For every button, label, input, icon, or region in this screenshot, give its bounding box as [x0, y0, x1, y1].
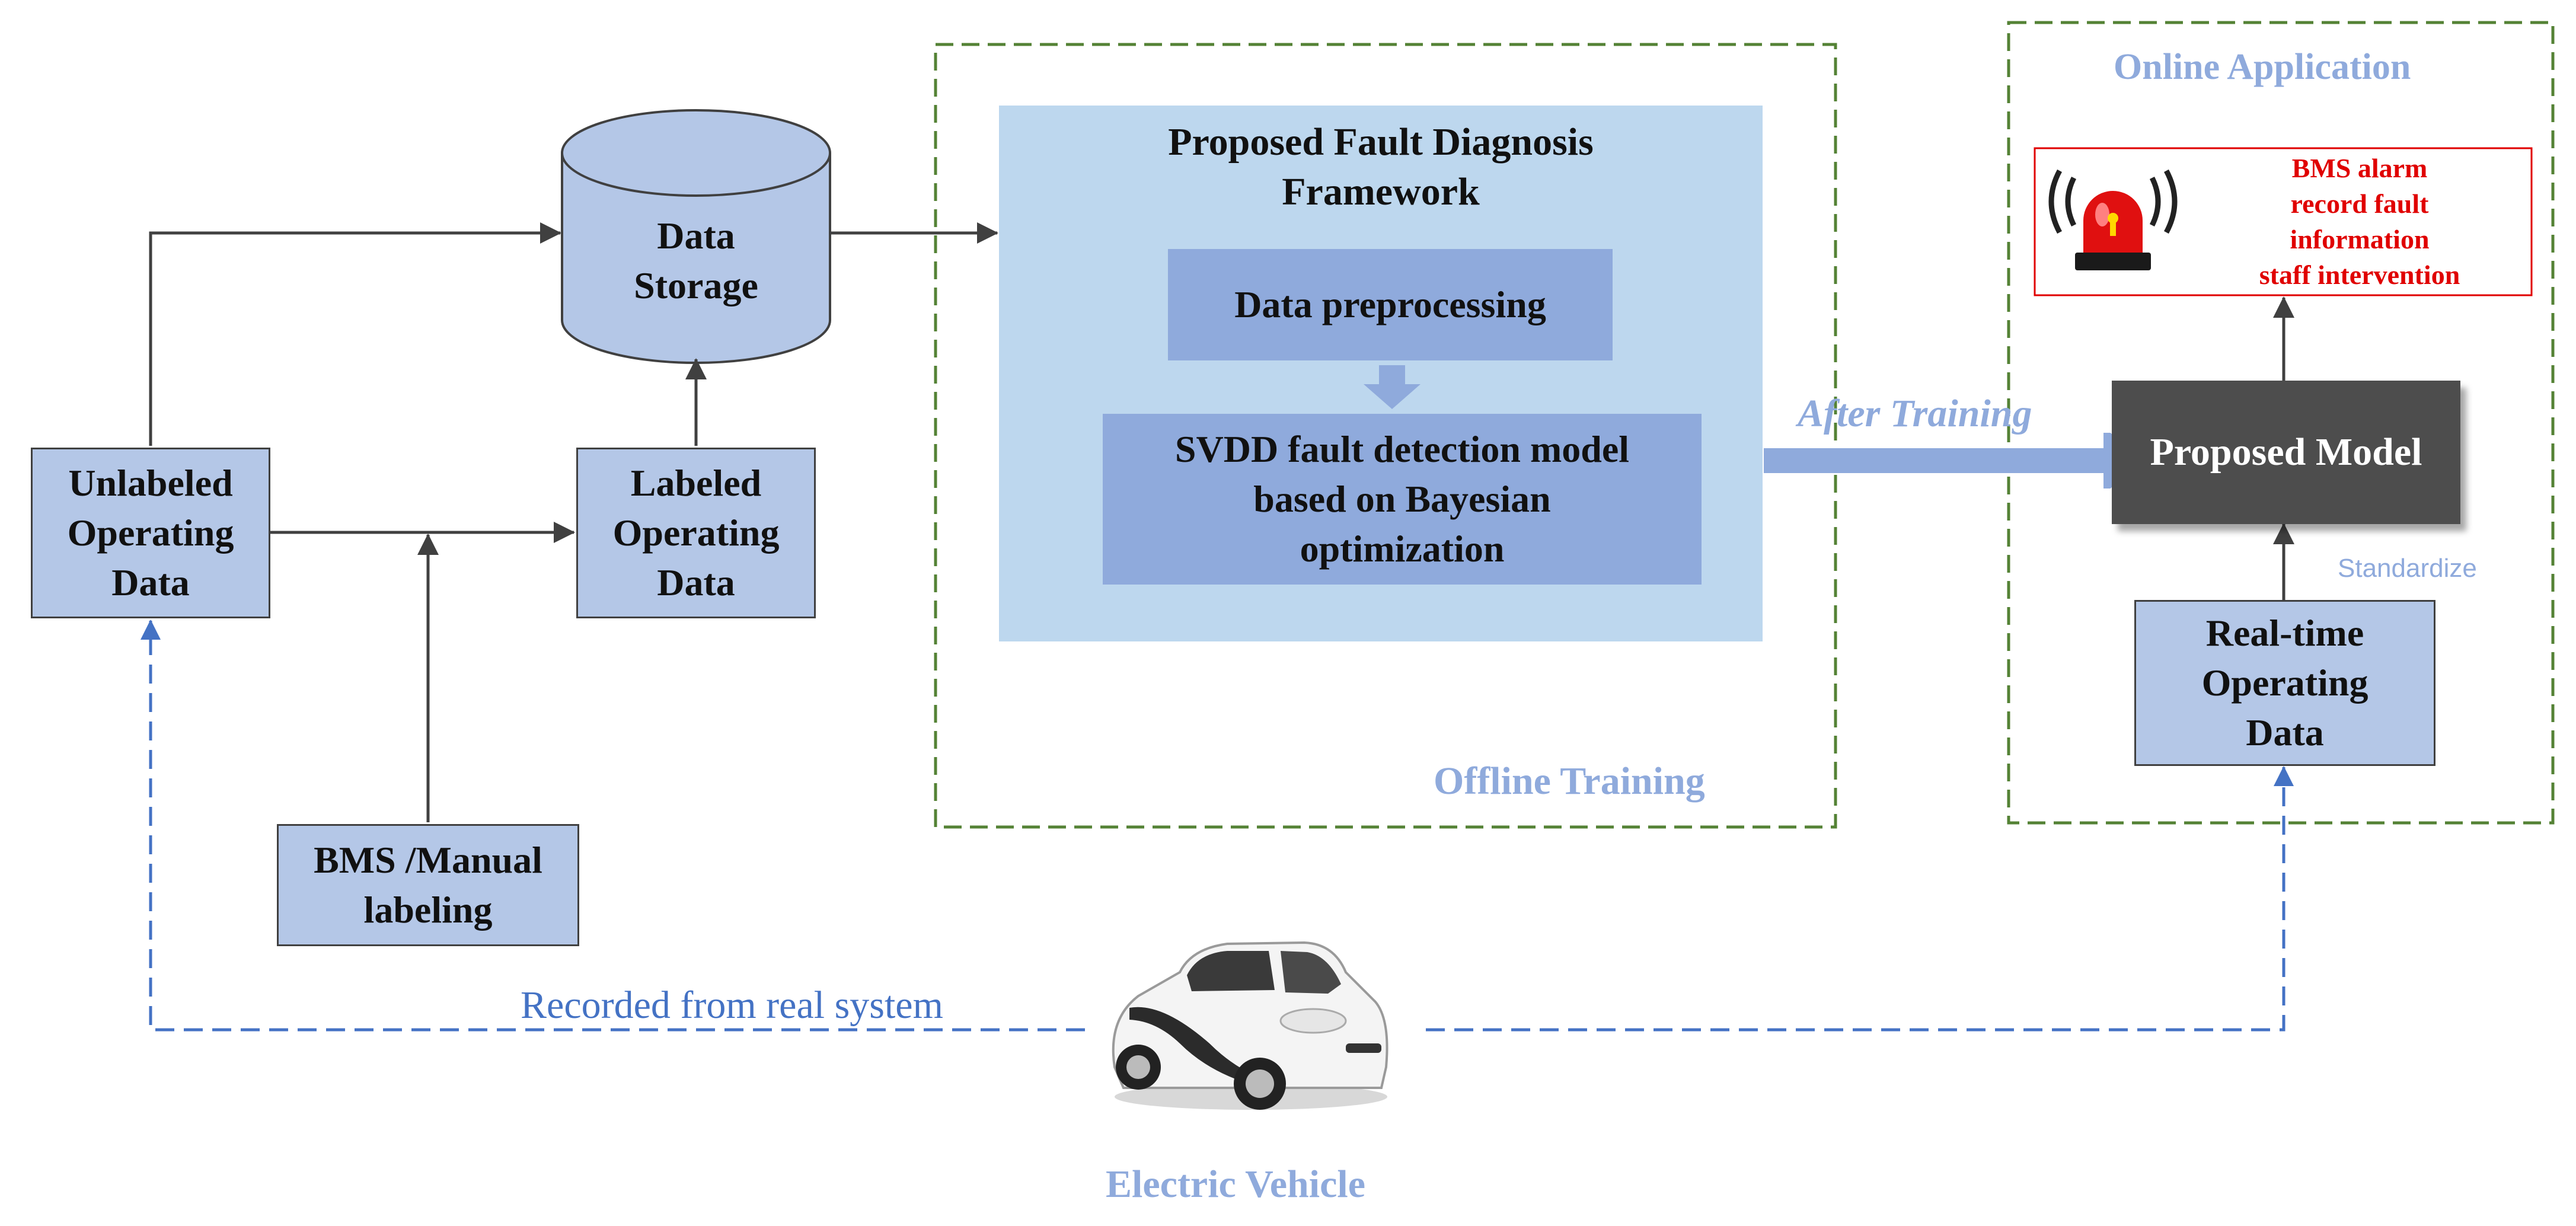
- proposed-model-box: Proposed Model: [2112, 381, 2460, 524]
- standardize-label: Standardize: [2338, 554, 2477, 583]
- bms-manual-labeling-box: BMS /Manual labeling: [277, 824, 579, 946]
- online-application-label: Online Application: [2114, 47, 2411, 87]
- online-application-container: [2007, 21, 2555, 825]
- alarm-text: BMS alarm record fault information staff…: [2194, 148, 2526, 295]
- svdd-model-box: SVDD fault detection model based on Baye…: [1103, 414, 1702, 585]
- alarm-line-2: record fault: [2290, 189, 2429, 219]
- offline-training-label: Offline Training: [1434, 759, 1705, 803]
- electric-vehicle-image: [1112, 941, 1388, 1110]
- after-training-label: After Training: [1798, 392, 2032, 435]
- data-storage-cylinder: [561, 109, 831, 364]
- preprocessing-down-arrow: [1364, 365, 1421, 409]
- siren-icon: [2048, 169, 2178, 270]
- data-storage-label: Data Storage: [634, 215, 758, 306]
- alarm-line-3: information: [2290, 224, 2430, 254]
- framework-title: Proposed Fault Diagnosis Framework: [1168, 120, 1594, 213]
- labeled-operating-data-box: Labeled Operating Data: [576, 448, 816, 618]
- offline-training-container: [934, 43, 1837, 829]
- recorded-from-real-system-label: Recorded from real system: [521, 984, 943, 1027]
- electric-vehicle-label: Electric Vehicle: [1106, 1163, 1366, 1206]
- after-training-arrow: [1764, 433, 2136, 489]
- alarm-line-1: BMS alarm: [2291, 153, 2428, 183]
- connector-unlabeled-to-storage: [149, 222, 561, 446]
- data-preprocessing-box: Data preprocessing: [1168, 249, 1613, 360]
- realtime-operating-data-box: Real-time Operating Data: [2134, 600, 2435, 766]
- alarm-line-4: staff intervention: [2259, 260, 2460, 290]
- recorded-dashed-path: [141, 620, 2294, 1032]
- unlabeled-operating-data-box: Unlabeled Operating Data: [31, 448, 270, 618]
